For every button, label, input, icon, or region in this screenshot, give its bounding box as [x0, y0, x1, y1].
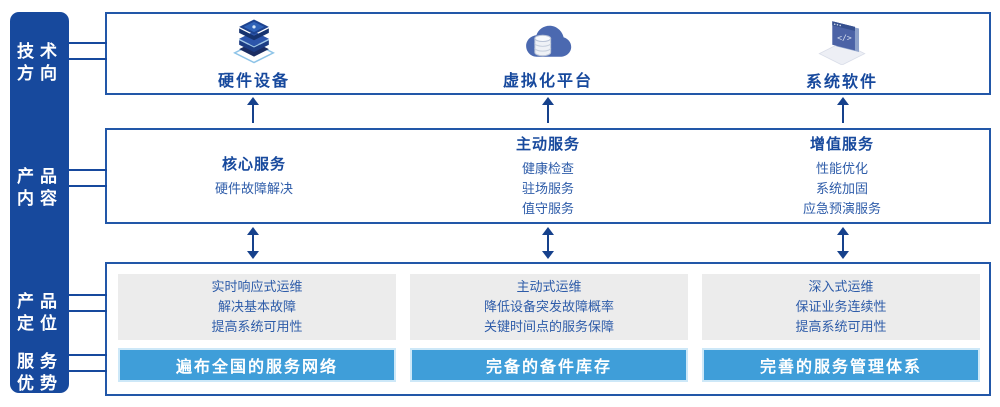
connector-line	[64, 370, 107, 372]
positioning-point: 主动式运维	[516, 279, 582, 294]
advantage-bar: 完善的服务管理体系	[702, 348, 980, 382]
connector-line	[64, 185, 107, 187]
code-window-icon: </>	[818, 20, 866, 65]
service-title: 主动服务	[515, 136, 580, 153]
positioning-point: 解决基本故障	[217, 299, 296, 314]
connector-line	[64, 294, 107, 296]
service-title: 核心服务	[221, 156, 286, 173]
connector-line	[64, 58, 107, 60]
tech-column-virtualization: 虚拟化平台	[401, 14, 695, 93]
service-item: 系统加固	[815, 181, 868, 196]
connector-line	[64, 310, 107, 312]
double-arrow	[541, 227, 555, 259]
positioning-column-indepth: 深入式运维 保证业务连续性 提高系统可用性 完善的服务管理体系	[702, 274, 980, 382]
positioning-column-realtime: 实时响应式运维 解决基本故障 提高系统可用性 遍布全国的服务网络	[118, 274, 396, 382]
cloud-database-icon	[526, 25, 572, 57]
service-title: 增值服务	[809, 136, 874, 153]
positioning-point: 提高系统可用性	[211, 319, 303, 334]
sidebar-label-product-position: 产品定位	[17, 292, 63, 333]
tech-label-virtualization: 虚拟化平台	[502, 73, 593, 90]
svg-text:</>: </>	[837, 32, 852, 42]
connector-line	[64, 169, 107, 171]
double-arrow	[246, 227, 260, 259]
positioning-point: 提高系统可用性	[795, 319, 887, 334]
up-arrow	[541, 97, 555, 123]
positioning-point: 深入式运维	[808, 279, 874, 294]
tech-label-hardware: 硬件设备	[217, 73, 290, 90]
up-arrow	[836, 97, 850, 123]
connector-line	[64, 354, 107, 356]
sidebar-label-tech-direction: 技术方向	[17, 42, 63, 83]
positioning-point: 保证业务连续性	[795, 299, 887, 314]
sidebar: 技术方向 产品内容 产品定位 服务优势	[10, 12, 69, 393]
service-item: 硬件故障解决	[214, 181, 293, 196]
service-item: 健康检查	[521, 161, 574, 176]
tech-direction-panel: 硬件设备 虚拟化平台 </> 系统软件	[105, 12, 991, 95]
positioning-point: 关键时间点的服务保障	[483, 319, 614, 334]
advantage-bar: 完备的备件库存	[410, 348, 688, 382]
positioning-points: 主动式运维 降低设备突发故障概率 关键时间点的服务保障	[410, 274, 688, 340]
double-arrow	[836, 227, 850, 259]
service-column-value-added: 增值服务 性能优化 系统加固 应急预演服务	[695, 130, 989, 222]
product-positioning-panel: 实时响应式运维 解决基本故障 提高系统可用性 遍布全国的服务网络 主动式运维 降…	[105, 262, 991, 396]
sidebar-label-product-content: 产品内容	[17, 167, 63, 208]
tech-column-hardware: 硬件设备	[107, 14, 401, 93]
advantage-bar: 遍布全国的服务网络	[118, 348, 396, 382]
positioning-point: 降低设备突发故障概率	[483, 299, 614, 314]
positioning-column-proactive: 主动式运维 降低设备突发故障概率 关键时间点的服务保障 完备的备件库存	[410, 274, 688, 382]
tech-label-software: 系统软件	[805, 73, 878, 91]
tech-column-software: </> 系统软件	[695, 14, 989, 93]
server-stack-icon	[233, 19, 275, 64]
service-item: 性能优化	[815, 161, 868, 176]
positioning-point: 实时响应式运维	[211, 279, 303, 294]
service-item: 应急预演服务	[802, 201, 881, 216]
product-content-panel: 核心服务 硬件故障解决 主动服务 健康检查 驻场服务 值守服务 增值服务 性能优…	[105, 128, 991, 224]
sidebar-label-service-advantage: 服务优势	[17, 352, 63, 393]
service-column-core: 核心服务 硬件故障解决	[107, 130, 401, 222]
service-item: 值守服务	[521, 201, 574, 216]
service-column-proactive: 主动服务 健康检查 驻场服务 值守服务	[401, 130, 695, 222]
up-arrow	[246, 97, 260, 123]
service-item: 驻场服务	[521, 181, 574, 196]
positioning-points: 实时响应式运维 解决基本故障 提高系统可用性	[118, 274, 396, 340]
positioning-points: 深入式运维 保证业务连续性 提高系统可用性	[702, 274, 980, 340]
connector-line	[64, 42, 107, 44]
